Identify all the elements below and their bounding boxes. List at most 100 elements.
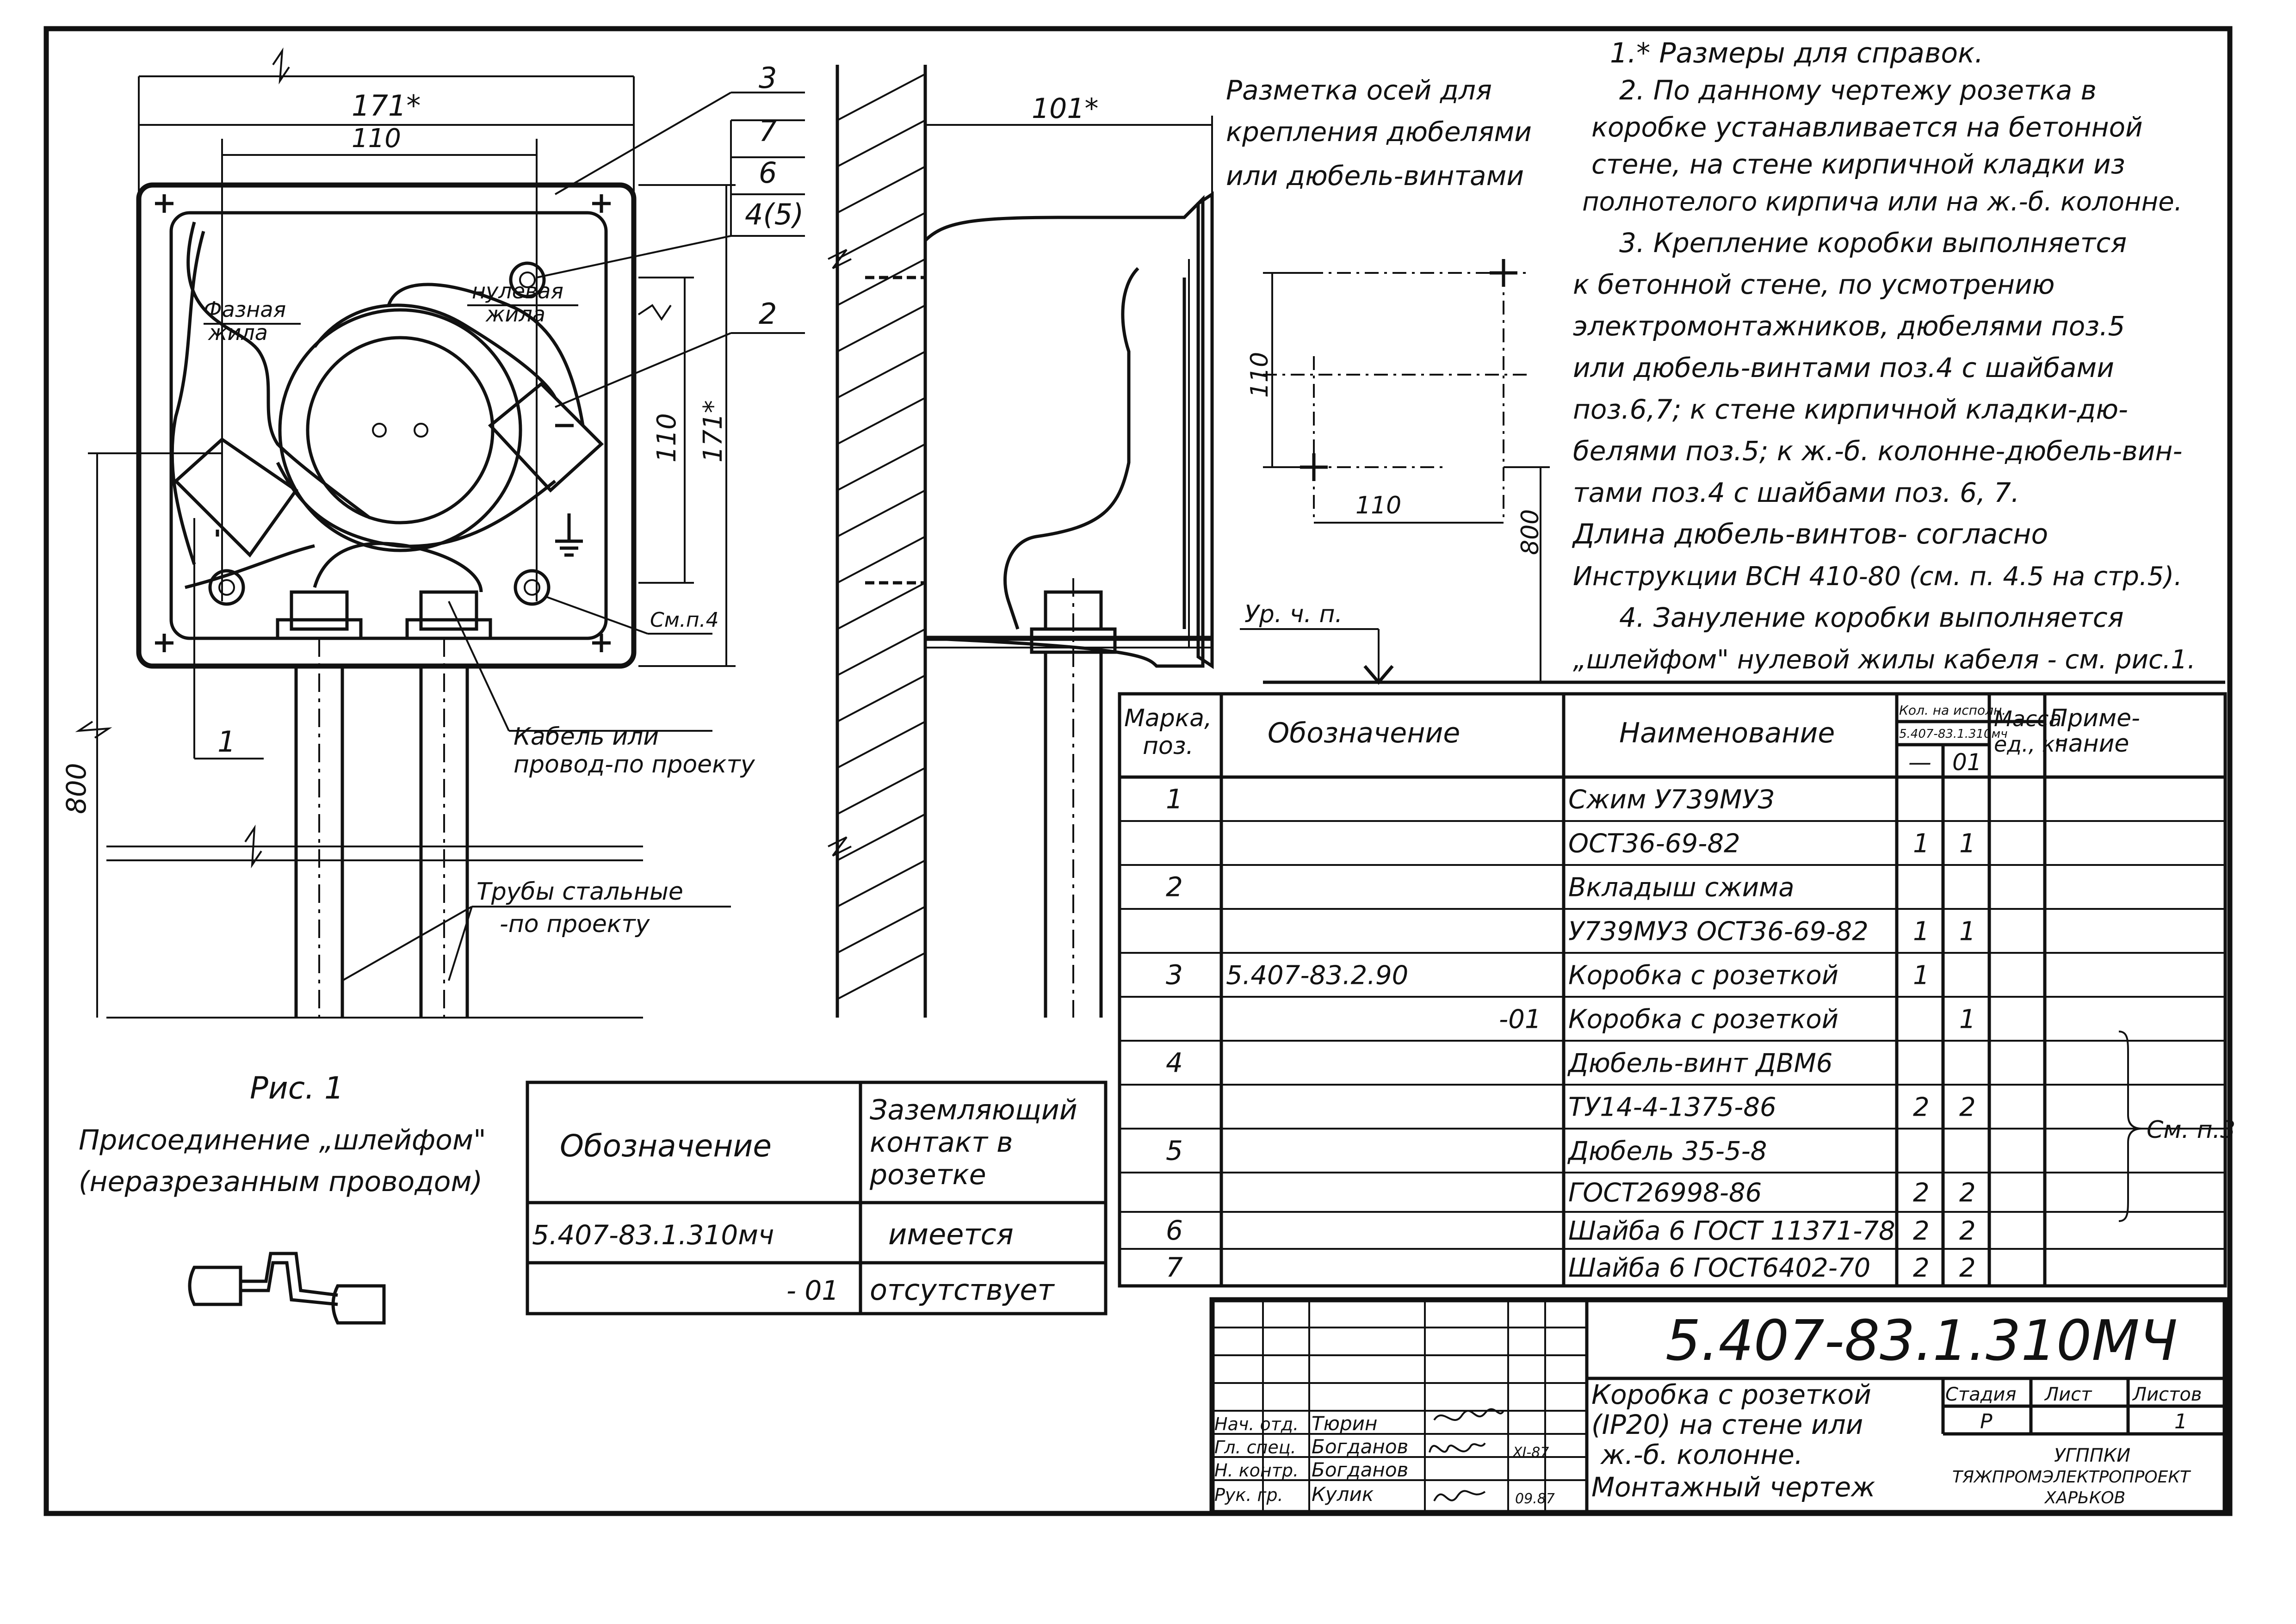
contact-header-2: контакт в bbox=[870, 1126, 1013, 1159]
title-line-1: Коробка с розеткой bbox=[1591, 1379, 1871, 1410]
axis-dim-110-h: 110 bbox=[1355, 492, 1401, 519]
note-3b: к бетонной стене, по усмотрению bbox=[1573, 269, 2055, 300]
spec-row-mark: 2 bbox=[1166, 871, 1183, 903]
spec-row-mark: 3 bbox=[1166, 959, 1183, 991]
spec-row-qty-2: 1 bbox=[1959, 917, 1976, 947]
spec-row-mark: 1 bbox=[1166, 784, 1183, 815]
screw-left-icon bbox=[208, 569, 245, 606]
sheet-frame bbox=[43, 26, 2233, 1516]
spec-row-name: ОСТ36-69-82 bbox=[1568, 829, 1740, 859]
ground-icon bbox=[555, 513, 583, 557]
socket-box-inner bbox=[169, 211, 608, 640]
signature-1 bbox=[1433, 1408, 1504, 1421]
callout-6: 6 bbox=[759, 156, 777, 190]
contact-header-designation: Обозначение bbox=[560, 1128, 772, 1164]
spec-row-designation: -01 bbox=[1499, 1005, 1541, 1035]
sheets-value: 1 bbox=[2174, 1410, 2187, 1433]
title-line-3: ж.-б. колонне. bbox=[1600, 1439, 1803, 1470]
notes-block: 1.* Размеры для справок. 2. По данному ч… bbox=[1572, 37, 2196, 675]
dim-101: 101* bbox=[1032, 93, 1099, 125]
signature-2 bbox=[1429, 1442, 1486, 1453]
person-name-2: Богданов bbox=[1312, 1435, 1408, 1458]
spec-row-qty-2: 2 bbox=[1959, 1178, 1976, 1208]
contact-header-1: Заземляющий bbox=[870, 1094, 1077, 1126]
loop-wire-icon bbox=[188, 1252, 386, 1325]
callout-2: 2 bbox=[759, 297, 777, 331]
spec-h-qty-2: 5.407-83.1.310мч bbox=[1899, 727, 2008, 741]
spec-row-qty-2: 1 bbox=[1959, 829, 1976, 859]
spec-row-name: Коробка с розеткой bbox=[1568, 1005, 1838, 1035]
date-1: XI-87 bbox=[1512, 1445, 1549, 1461]
note-3e: поз.6,7; к стене кирпичной кладки-дю- bbox=[1573, 394, 2128, 425]
spec-row-name: Шайба 6 ГОСТ 11371-78 bbox=[1568, 1216, 1895, 1246]
contact-row-1-value: имеется bbox=[888, 1217, 1014, 1251]
callout-3: 3 bbox=[759, 61, 777, 95]
spec-h-qty-b: 01 bbox=[1952, 749, 1982, 776]
title-block: 5.407-83.1.310МЧ Коробка с розеткой (IP2… bbox=[1209, 1297, 2228, 1515]
screw-right-icon bbox=[514, 569, 551, 606]
floor-level: Ур. ч. п. bbox=[1244, 600, 1343, 628]
spec-row-qty-2: 2 bbox=[1959, 1093, 1976, 1123]
sheet-header: Лист bbox=[2044, 1384, 2092, 1405]
cable-label: Кабель или bbox=[514, 723, 659, 751]
spec-row-mark: 5 bbox=[1166, 1135, 1183, 1167]
note-4b: „шлейфом" нулевой жилы кабеля - см. рис.… bbox=[1573, 645, 2196, 675]
date-2: 09.87 bbox=[1515, 1491, 1555, 1507]
person-role-3: Н. контр. bbox=[1214, 1460, 1299, 1481]
person-role-1: Нач. отд. bbox=[1214, 1414, 1299, 1434]
note-1: 1.* Размеры для справок. bbox=[1610, 37, 1983, 69]
person-role-2: Гл. спец. bbox=[1214, 1437, 1296, 1457]
dim-171-side: 171* bbox=[698, 400, 728, 463]
spec-h-mark-1: Марка, bbox=[1124, 704, 1212, 732]
sheets-header: Листов bbox=[2132, 1384, 2202, 1405]
spec-row-qty-1: 1 bbox=[1913, 961, 1930, 991]
doc-code: 5.407-83.1.310МЧ bbox=[1665, 1309, 2178, 1373]
cable-label-2: провод-по проекту bbox=[514, 751, 755, 778]
spec-row-name: У739МУЗ ОСТ36-69-82 bbox=[1568, 917, 1869, 947]
axis-marking: Разметка осей для крепления дюбелями или… bbox=[1226, 74, 1550, 682]
stage-header: Стадия bbox=[1945, 1384, 2016, 1405]
dim-110-top: 110 bbox=[352, 123, 401, 154]
spec-h-designation: Обозначение bbox=[1268, 717, 1460, 749]
spec-row-name: Дюбель-винт ДВМ6 bbox=[1567, 1049, 1832, 1079]
spec-row-mark: 7 bbox=[1166, 1252, 1183, 1283]
screw-top-icon bbox=[509, 261, 546, 298]
spec-h-mass-1: Масса bbox=[1994, 706, 2062, 731]
person-name-1: Тюрин bbox=[1312, 1412, 1377, 1435]
note-3i: Инструкции ВСН 410-80 (см. п. 4.5 на стр… bbox=[1573, 562, 2182, 592]
axis-dim-110-v: 110 bbox=[1246, 352, 1274, 398]
spec-row-name: Сжим У739МУЗ bbox=[1568, 785, 1774, 815]
socket-box-outer bbox=[136, 182, 637, 669]
stage-value: Р bbox=[1980, 1410, 1993, 1433]
spec-row-qty-1: 2 bbox=[1913, 1178, 1930, 1208]
contact-header-3: розетке bbox=[869, 1159, 986, 1191]
person-role-4: Рук. гр. bbox=[1214, 1485, 1283, 1505]
spec-row-qty-1: 1 bbox=[1913, 829, 1930, 859]
person-name-3: Богданов bbox=[1312, 1458, 1408, 1481]
pipes-label: Трубы стальные bbox=[477, 878, 683, 906]
spec-row-qty-2: 1 bbox=[1959, 1005, 1976, 1035]
spec-note-see: См. п.3 bbox=[2147, 1116, 2235, 1144]
see-p4: См.п.4 bbox=[650, 608, 719, 632]
fig1-desc-2: (неразрезанным проводом) bbox=[79, 1166, 483, 1198]
dim-110-side: 110 bbox=[652, 413, 682, 463]
spec-row-mark: 6 bbox=[1166, 1215, 1183, 1246]
callout-7: 7 bbox=[759, 114, 777, 148]
note-2a: 2. По данному чертежу розетка в bbox=[1619, 74, 2097, 106]
axis-title-1: Разметка осей для bbox=[1226, 74, 1492, 106]
spec-row-name: Шайба 6 ГОСТ6402-70 bbox=[1568, 1253, 1870, 1283]
callout-1: 1 bbox=[217, 725, 235, 759]
spec-row-name: Коробка с розеткой bbox=[1568, 961, 1838, 991]
spec-row-qty-1: 1 bbox=[1913, 917, 1930, 947]
callout-4-5: 4(5) bbox=[745, 198, 804, 231]
contact-row-1-designation: 5.407-83.1.310мч bbox=[532, 1219, 774, 1251]
org-line-2: ТЯЖПРОМЭЛЕКТРОПРОЕКТ bbox=[1952, 1468, 2191, 1487]
spec-row-qty-1: 2 bbox=[1913, 1093, 1930, 1123]
note-4a: 4. Зануление коробки выполняется bbox=[1619, 602, 2124, 633]
signature-3 bbox=[1433, 1490, 1486, 1501]
neutral-clamp bbox=[488, 382, 604, 493]
spec-row-qty-2: 2 bbox=[1959, 1253, 1976, 1283]
org-line-1: УГППКИ bbox=[2054, 1445, 2130, 1466]
